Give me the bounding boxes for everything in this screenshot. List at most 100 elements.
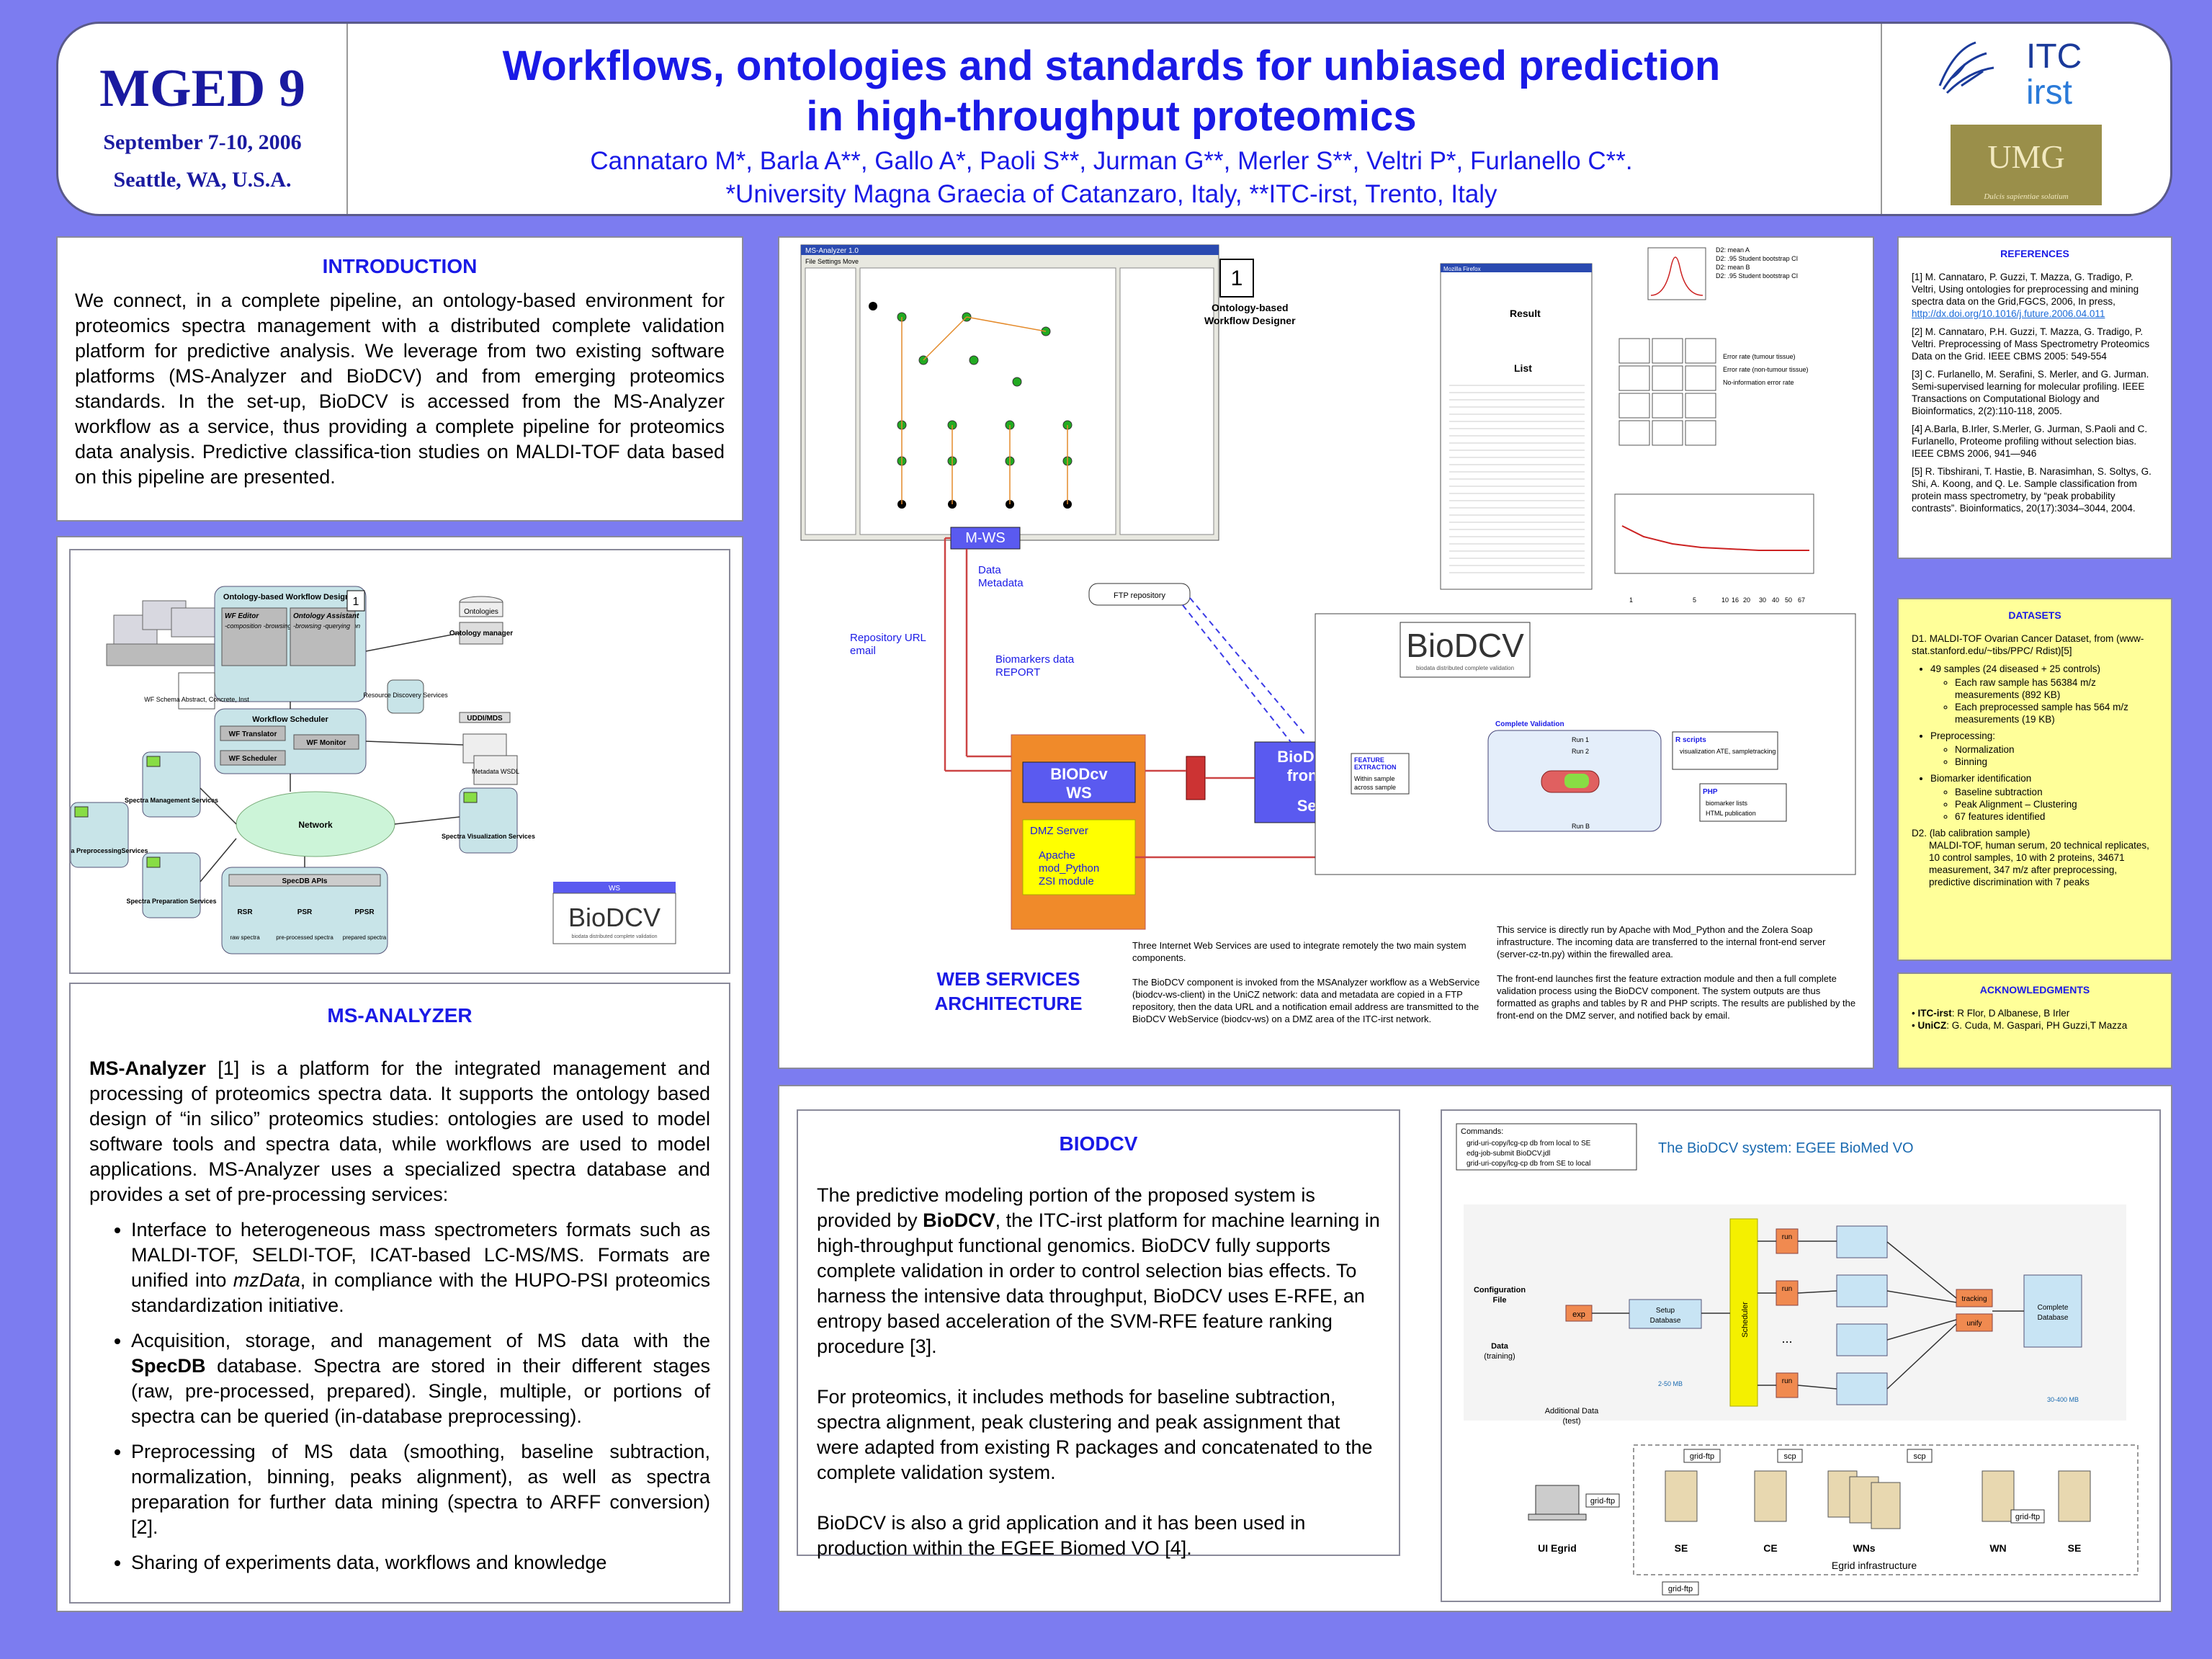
svg-text:run: run [1782,1285,1792,1293]
svg-text:Setup: Setup [1656,1307,1675,1315]
ms-analyzer-panel: Ontology-based Workflow Designer WF Edit… [56,536,743,1612]
ms-analyzer-intro: MS-Analyzer [1] is a platform for the in… [89,1056,710,1207]
datasets-panel: DATASETS D1. MALDI-TOF Ovarian Cancer Da… [1897,598,2172,961]
biodcv-ws-line2: WS [1066,784,1091,802]
biodcv-logo-small: BioDCV [568,903,661,932]
svg-text:Complete: Complete [2038,1304,2069,1312]
x-tick: 40 [1772,596,1779,604]
scheduler-label: Scheduler [1741,1302,1750,1338]
list-item: Interface to heterogeneous mass spectrom… [131,1217,710,1318]
php-label: PHP [1703,788,1718,796]
grid-ftp: grid-ftp [2015,1513,2040,1521]
reference-item: [1] M. Cannataro, P. Guzzi, T. Mazza, G.… [1912,272,2139,319]
ws-label: WS [609,885,620,893]
ontology-items: -browsing -querying [293,622,350,630]
size1: 2-50 MB [1658,1380,1683,1387]
biodcv-ws-line1: BIODcv [1050,765,1108,783]
poster-title-line2: in high-throughput proteomics [806,93,1417,140]
mws-label: M-WS [965,530,1006,546]
ontologies-label: Ontologies [464,608,498,616]
msa-window-title: MS-Analyzer 1.0 [805,247,859,255]
designer-badge-2: 1 [1231,267,1243,290]
designer-caption-2: Workflow Designer [1204,315,1296,326]
svg-text:EXTRACTION: EXTRACTION [1354,764,1397,771]
svg-text:Data: Data [1491,1342,1509,1351]
complete-validation: Complete Validation [1495,720,1564,728]
data-item: Data [978,564,1001,576]
reference-item: [4] A.Barla, B.Irler, S.Merler, G. Jurma… [1912,424,2148,459]
datasets-body: D1. MALDI-TOF Ovarian Cancer Dataset, fr… [1912,632,2158,888]
acknowledgments-title: ACKNOWLEDGMENTS [1979,984,2090,996]
spectra-management: Spectra Management Services [125,797,218,804]
wf-scheduler: WF Scheduler [229,755,277,763]
poster-title-line1: Workflows, ontologies and standards for … [502,43,1721,89]
se2-label: SE [2068,1542,2082,1554]
biodcv-text: The predictive modeling portion of the p… [817,1184,1380,1559]
conference-name: MGED 9 [99,59,305,118]
list-item: Preprocessing of MS data (smoothing, bas… [131,1439,710,1540]
svg-text:run: run [1782,1233,1792,1241]
itc-logo-top: ITC [2026,37,2082,76]
reference-link[interactable]: http://dx.doi.org/10.1016/j.future.2006.… [1912,308,2105,319]
wns-label: WNs [1853,1542,1875,1554]
r-scripts: R scripts [1675,736,1706,744]
tracking-label: tracking [1961,1295,1987,1303]
poster-header: MGED 9 September 7-10, 2006 Seattle, WA,… [56,22,2172,216]
list-label: List [1514,362,1532,374]
svg-text:Database: Database [1650,1317,1681,1325]
web-services-panel: MS-Analyzer 1.0 File Settings Move 1 Ont… [778,236,1874,1069]
x-tick: 10 [1721,596,1729,604]
svg-text:File: File [1493,1296,1507,1305]
wf-editor: WF Editor [225,612,259,620]
umg-logo: UMG Dulcis sapientiae solatium [1951,125,2102,205]
dataset-d2-text: MALDI-TOF, human serum, 20 technical rep… [1929,840,2149,887]
psr-label: PSR [297,908,313,916]
x-tick: 16 [1732,596,1739,604]
ms-analyzer-services-list: Interface to heterogeneous mass spectrom… [89,1217,710,1575]
biodcv-logo-large: BioDCV [1406,627,1524,664]
itc-irst-logo: ITC irst [1938,37,2082,107]
title-block: Workflows, ontologies and standards for … [348,24,1875,214]
command-item: grid-uri-copy/lcg-cp db from local to SE [1467,1140,1591,1148]
svg-text:FEATURE: FEATURE [1354,756,1384,764]
fe-item: across sample [1354,784,1396,791]
scheduler-title: Workflow Scheduler [252,715,328,724]
legend-item: D2: mean A [1716,246,1750,254]
commands-title: Commands: [1461,1127,1503,1136]
spectra-preprocessing: Spectra PreprocessingServices [71,847,148,854]
conference-place: Seattle, WA, U.S.A. [113,168,292,192]
reference-item: [3] C. Furlanello, M. Serafini, S. Merle… [1912,369,2149,416]
biodcv-panel: BIODCV The predictive modeling portion o… [778,1085,2172,1612]
preproc-label: pre-processed spectra [276,934,333,941]
repo-url-item: Repository URL [850,632,926,644]
email-item: email [850,645,876,657]
svg-text:Configuration: Configuration [1474,1286,1526,1294]
acknowledgments-list: • ITC-irst: R Flor, D Albanese, B Irler … [1912,1008,2128,1031]
umg-logo-text: UMG [1987,138,2065,175]
legend-item: D2: mean B [1716,264,1750,271]
x-tick: 50 [1785,596,1792,604]
exp-label: exp [1572,1310,1585,1319]
authors: Cannataro M*, Barla A**, Gallo A*, Paoli… [590,147,1633,175]
references-list: [1] M. Cannataro, P. Guzzi, T. Mazza, G.… [1912,271,2158,514]
spectra-visualization: Spectra Visualization Services [442,833,535,840]
runb: Run B [1572,823,1590,830]
list-item: Sharing of experiments data, workflows a… [131,1550,710,1575]
ontology-manager: Ontology manager [449,630,513,638]
msa-menu: File Settings Move [805,258,859,265]
raw-label: raw spectra [230,934,260,941]
ftp-repository: FTP repository [1114,591,1165,600]
egee-diagram: Commands: grid-uri-copy/lcg-cp db from l… [1441,1109,2161,1602]
wf-schema: WF Schema Abstract, Concrete, Inst [144,696,249,703]
svg-text:WEB SERVICES: WEB SERVICES [937,968,1080,990]
biodcv-tag-large: biodata distributed complete validation [1416,665,1514,671]
designer-title: Ontology-based Workflow Designer [223,593,358,602]
uddi-label: UDDI/MDS [467,715,503,723]
introduction-panel: INTRODUCTION We connect, in a complete p… [56,236,743,522]
biodcv-title: BIODCV [1059,1132,1138,1155]
introduction-text: We connect, in a complete pipeline, an o… [75,290,725,488]
reference-item: [5] R. Tibshirani, T. Hastie, B. Narasim… [1912,466,2151,514]
dmz-title: DMZ Server [1030,825,1088,837]
ppsr-label: PPSR [354,908,375,916]
x-tick: 1 [1629,596,1633,604]
